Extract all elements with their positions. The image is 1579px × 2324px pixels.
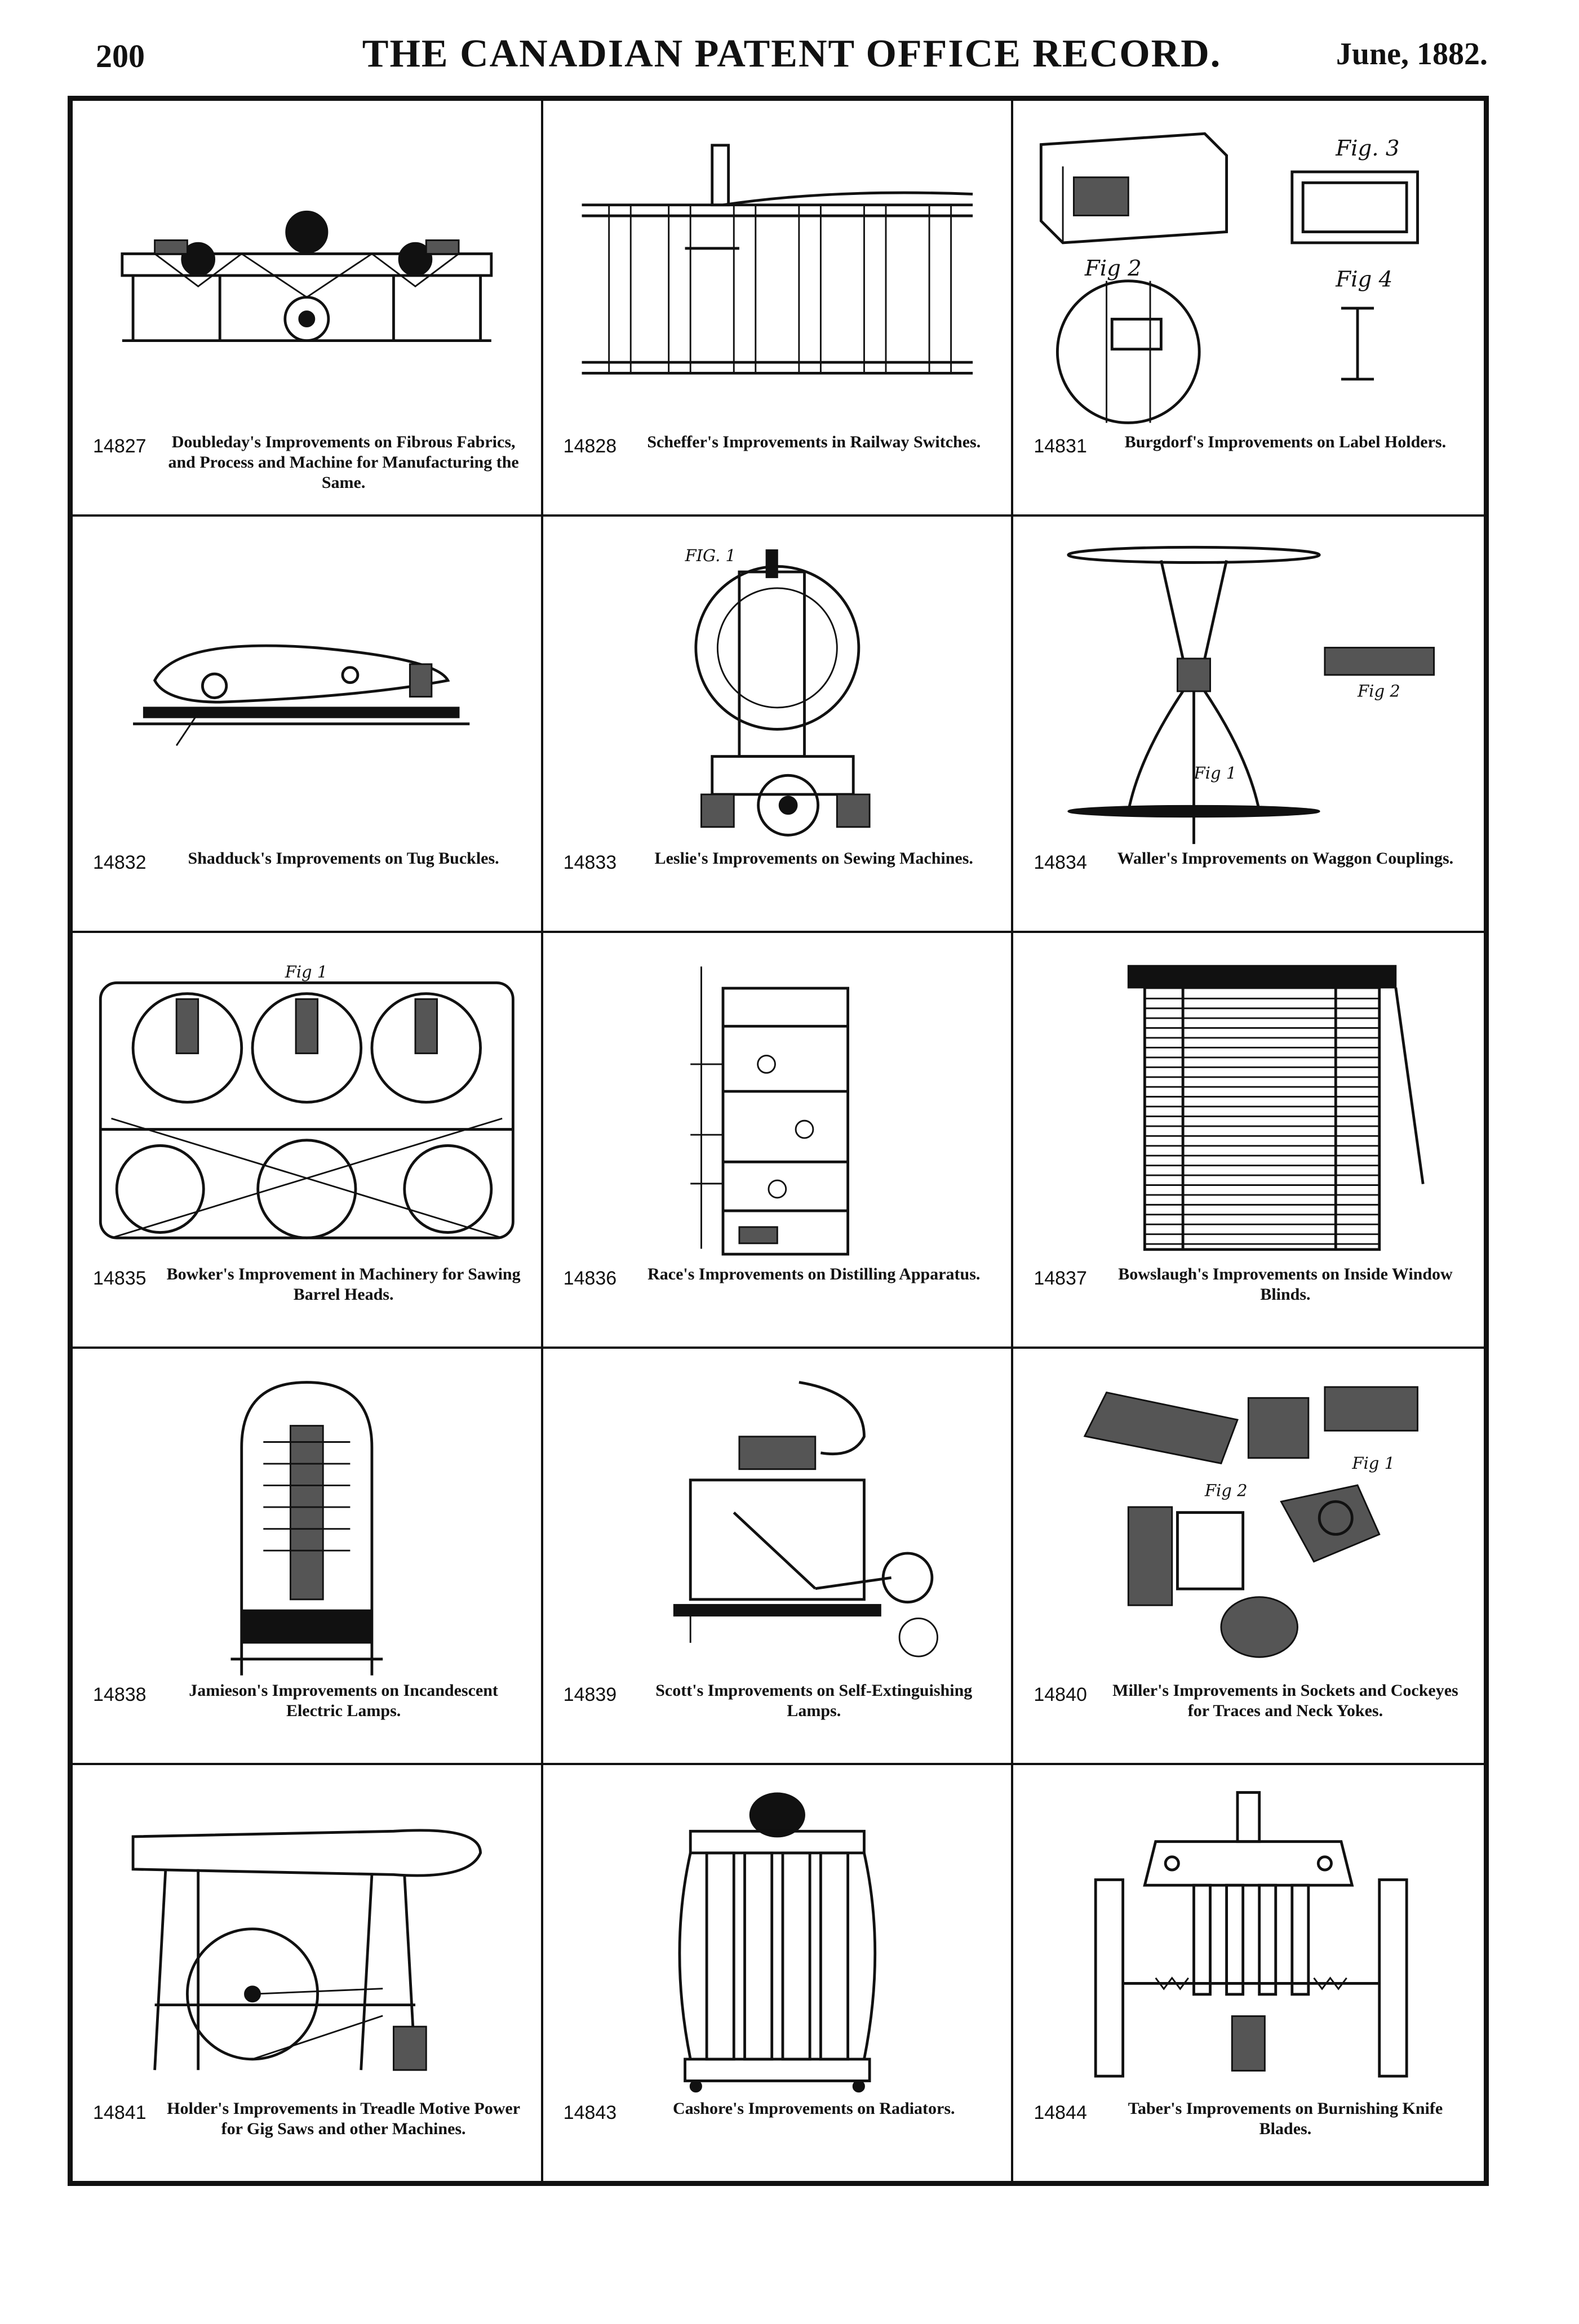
patent-cell-14839: 14839 Scott's Improvements on Self-Extin… bbox=[543, 1349, 1014, 1765]
fig-2b-label: Fig 2 bbox=[1357, 682, 1400, 701]
patent-caption: 14838 Jamieson's Improvements on Incande… bbox=[93, 1681, 524, 1748]
patent-number: 14831 bbox=[1034, 436, 1087, 457]
patent-drawing-railway-switch bbox=[560, 118, 995, 433]
fig-2c-label: Fig 2 bbox=[1204, 1481, 1248, 1500]
patent-number: 14834 bbox=[1034, 851, 1087, 873]
patent-number: 14841 bbox=[93, 2102, 147, 2123]
patent-cell-14840: Fig 1 Fig 2 14840 Miller's Improvements … bbox=[1013, 1349, 1484, 1765]
patent-title: Scott's Improvements on Self-Extinguishi… bbox=[655, 1681, 973, 1720]
patent-title: Holder's Improvements in Treadle Motive … bbox=[167, 2099, 521, 2138]
patent-title: Burgdorf's Improvements on Label Holders… bbox=[1124, 433, 1447, 452]
patent-title: Miller's Improvements in Sockets and Coc… bbox=[1112, 1681, 1458, 1720]
patent-title: Cashore's Improvements on Radiators. bbox=[672, 2099, 955, 2118]
patent-plate-frame: 14827 Doubleday's Improvements on Fibrou… bbox=[68, 96, 1489, 2186]
patent-drawing-radiator bbox=[560, 1782, 995, 2098]
patent-caption: 14833 Leslie's Improvements on Sewing Ma… bbox=[564, 848, 995, 916]
patent-number: 14840 bbox=[1034, 1683, 1087, 1705]
patent-cell-14843: 14843 Cashore's Improvements on Radiator… bbox=[543, 1765, 1014, 2181]
patent-drawing-incandescent-lamp bbox=[90, 1366, 524, 1681]
patent-drawing-label-holder: Fig. 3 Fig 2 Fig 4 bbox=[1030, 118, 1467, 433]
patent-title: Race's Improvements on Distilling Appara… bbox=[647, 1265, 981, 1284]
patent-number: 14838 bbox=[93, 1683, 147, 1705]
patent-grid: 14827 Doubleday's Improvements on Fibrou… bbox=[73, 101, 1484, 2181]
patent-number: 14832 bbox=[93, 851, 147, 873]
patent-drawing-distilling-apparatus bbox=[560, 950, 995, 1265]
patent-caption: 14844 Taber's Improvements on Burnishing… bbox=[1034, 2099, 1467, 2166]
patent-cell-14837: 14837 Bowslaugh's Improvements on Inside… bbox=[1013, 933, 1484, 1349]
patent-title: Shadduck's Improvements on Tug Buckles. bbox=[188, 848, 499, 868]
patent-drawing-window-blind bbox=[1030, 950, 1467, 1265]
patent-cell-14828: 14828 Scheffer's Improvements in Railway… bbox=[543, 101, 1014, 517]
page-number: 200 bbox=[96, 38, 145, 74]
patent-caption: 14843 Cashore's Improvements on Radiator… bbox=[564, 2099, 995, 2166]
patent-cell-14835: Fig 1 14835 Bowker bbox=[73, 932, 543, 1349]
patent-drawing-treadle-power bbox=[90, 1782, 524, 2098]
patent-number: 14837 bbox=[1034, 1268, 1087, 1290]
patent-drawing-sockets-cockeyes: Fig 1 Fig 2 bbox=[1030, 1366, 1467, 1681]
patent-number: 14827 bbox=[93, 436, 147, 457]
patent-number: 14844 bbox=[1034, 2102, 1087, 2123]
patent-drawing-waggon-coupling: Fig 1 Fig 2 bbox=[1030, 534, 1467, 849]
publication-title: THE CANADIAN PATENT OFFICE RECORD. bbox=[362, 32, 1222, 75]
patent-cell-14841: 14841 Holder's Improvements in Treadle M… bbox=[73, 1765, 543, 2181]
patent-number: 14843 bbox=[563, 2102, 617, 2123]
fig-3-label: Fig. 3 bbox=[1336, 136, 1400, 161]
patent-cell-14827: 14827 Doubleday's Improvements on Fibrou… bbox=[73, 101, 543, 517]
fig-2-label: Fig 2 bbox=[1084, 256, 1142, 281]
patent-caption: 14840 Miller's Improvements in Sockets a… bbox=[1034, 1681, 1467, 1748]
patent-number: 14839 bbox=[563, 1683, 617, 1705]
patent-drawing-self-extinguishing-lamp bbox=[560, 1366, 995, 1681]
patent-caption: 14831 Burgdorf's Improvements on Label H… bbox=[1034, 432, 1467, 500]
patent-cell-14833: FIG. 1 14833 Leslie's Improvements on Se… bbox=[543, 517, 1014, 933]
patent-title: Waller's Improvements on Waggon Coupling… bbox=[1117, 848, 1454, 868]
issue-date: June, 1882. bbox=[1336, 37, 1488, 72]
patent-cell-14832: 14832 Shadduck's Improvements on Tug Buc… bbox=[73, 517, 543, 933]
patent-title: Jamieson's Improvements on Incandescent … bbox=[189, 1681, 498, 1720]
patent-caption: 14836 Race's Improvements on Distilling … bbox=[564, 1264, 995, 1332]
patent-title: Bowker's Improvement in Machinery for Sa… bbox=[166, 1265, 521, 1304]
patent-cell-14834: Fig 1 Fig 2 14834 Waller's Improvements … bbox=[1013, 517, 1484, 933]
fig-4-label: Fig 4 bbox=[1336, 266, 1393, 292]
patent-cell-14831: Fig. 3 Fig 2 Fig 4 14831 Burgdorf's Impr… bbox=[1013, 101, 1484, 517]
patent-caption: 14827 Doubleday's Improvements on Fibrou… bbox=[93, 432, 524, 500]
patent-caption: 14832 Shadduck's Improvements on Tug Buc… bbox=[93, 848, 524, 916]
patent-caption: 14828 Scheffer's Improvements in Railway… bbox=[564, 432, 995, 500]
patent-drawing-fabric-machine bbox=[90, 118, 524, 433]
patent-drawing-barrel-head-saw: Fig 1 bbox=[90, 950, 524, 1265]
patent-number: 14835 bbox=[93, 1268, 147, 1290]
fig-1d-label: Fig 1 bbox=[1352, 1454, 1395, 1473]
patent-cell-14838: 14838 Jamieson's Improvements on Incande… bbox=[73, 1349, 543, 1765]
patent-number: 14828 bbox=[563, 436, 617, 457]
fig-1b-label: Fig 1 bbox=[1194, 763, 1237, 783]
fig-1-label: FIG. 1 bbox=[684, 546, 735, 565]
patent-cell-14836: 14836 Race's Improvements on Distilling … bbox=[543, 932, 1014, 1349]
patent-number: 14833 bbox=[563, 851, 617, 873]
patent-cell-14844: 14844 Taber's Improvements on Burnishing… bbox=[1013, 1765, 1484, 2181]
patent-caption: 14834 Waller's Improvements on Waggon Co… bbox=[1034, 848, 1467, 916]
patent-caption: 14839 Scott's Improvements on Self-Extin… bbox=[564, 1681, 995, 1748]
patent-title: Bowslaugh's Improvements on Inside Windo… bbox=[1118, 1265, 1453, 1304]
patent-number: 14836 bbox=[563, 1268, 617, 1290]
patent-caption: 14841 Holder's Improvements in Treadle M… bbox=[93, 2099, 524, 2166]
patent-title: Doubleday's Improvements on Fibrous Fabr… bbox=[168, 433, 519, 492]
fig-1c-label: Fig 1 bbox=[285, 962, 327, 981]
page-header: 200 THE CANADIAN PATENT OFFICE RECORD. J… bbox=[96, 32, 1488, 94]
patent-drawing-tug-buckle bbox=[90, 534, 524, 849]
patent-caption: 14837 Bowslaugh's Improvements on Inside… bbox=[1034, 1264, 1467, 1332]
patent-drawing-burnishing-machine bbox=[1030, 1782, 1467, 2098]
patent-caption: 14835 Bowker's Improvement in Machinery … bbox=[93, 1264, 524, 1332]
patent-title: Scheffer's Improvements in Railway Switc… bbox=[647, 433, 981, 452]
patent-title: Taber's Improvements on Burnishing Knife… bbox=[1128, 2099, 1443, 2138]
patent-drawing-sewing-machine: FIG. 1 bbox=[560, 534, 995, 849]
patent-title: Leslie's Improvements on Sewing Machines… bbox=[654, 848, 973, 868]
